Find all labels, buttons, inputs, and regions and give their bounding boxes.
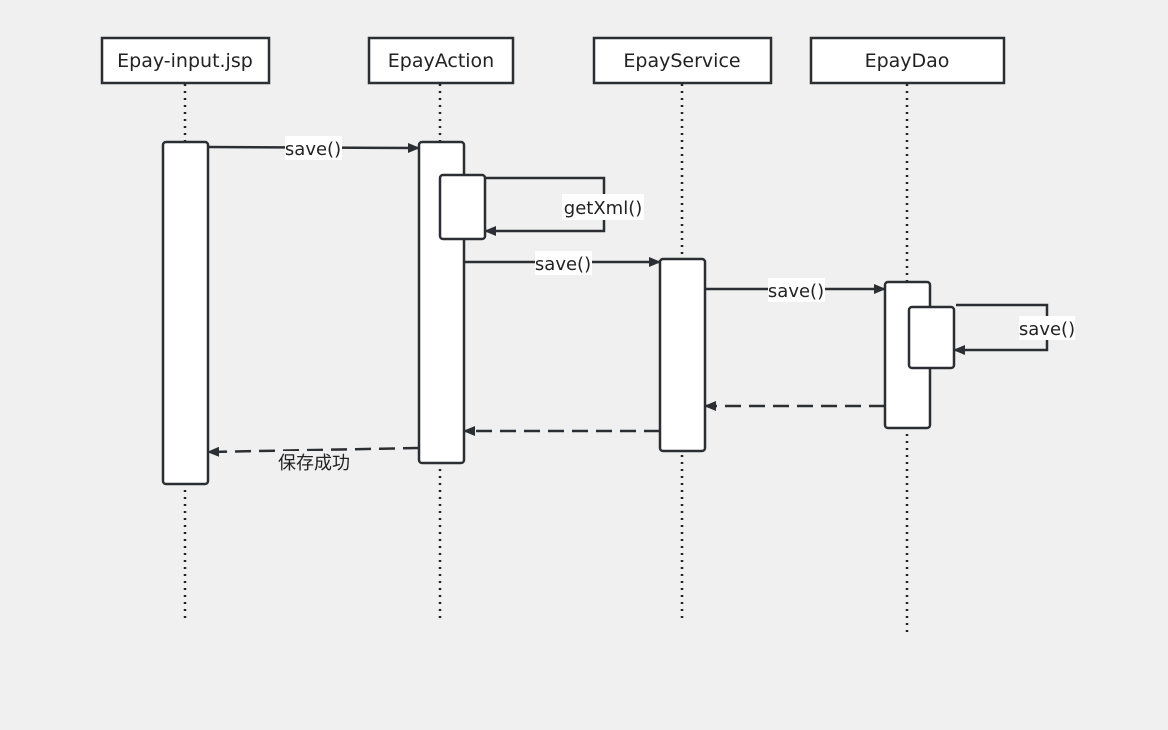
- participant-epay-action: EpayAction: [367, 36, 515, 85]
- participant-epay-service: EpayService: [592, 36, 773, 85]
- activation-epay-action-nested: [438, 173, 487, 241]
- participant-label: EpayAction: [388, 50, 494, 72]
- lifelines: [183, 84, 909, 632]
- message-save-2: save(): [464, 251, 661, 275]
- message-label: save(): [285, 139, 341, 160]
- activation-epay-input: [161, 140, 210, 486]
- message-label: getXml(): [564, 198, 642, 219]
- activations: [161, 140, 956, 486]
- activation-epay-service: [658, 257, 707, 453]
- message-save-3: save(): [705, 278, 886, 302]
- activation-epay-dao-nested: [907, 305, 956, 370]
- message-save-self: save(): [953, 303, 1075, 355]
- participant-label: EpayDao: [865, 50, 950, 72]
- message-label: save(): [535, 254, 591, 275]
- message-save-1: save(): [207, 136, 420, 160]
- participant-label: Epay-input.jsp: [117, 50, 253, 72]
- message-getxml: getXml(): [484, 176, 644, 236]
- message-label: 保存成功: [278, 453, 350, 474]
- message-label: save(): [768, 281, 824, 302]
- message-label: save(): [1019, 319, 1075, 340]
- participant-epay-input: Epay-input.jsp: [100, 36, 271, 85]
- message-save-success: 保存成功: [207, 446, 420, 475]
- participant-epay-dao: EpayDao: [809, 36, 1006, 85]
- participant-label: EpayService: [623, 50, 740, 72]
